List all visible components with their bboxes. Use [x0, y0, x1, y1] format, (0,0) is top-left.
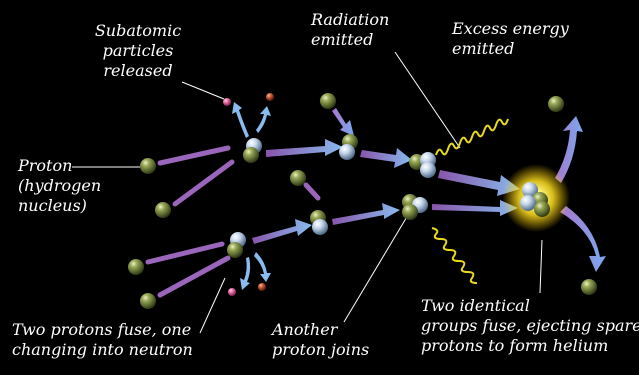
- proton-particle: [581, 279, 597, 295]
- radiation-wave-bottom: [432, 228, 477, 283]
- leader-radiation: [395, 52, 460, 148]
- label-another-proton: Another proton joins: [272, 320, 369, 360]
- label-two-protons-fuse: Two protons fuse, one changing into neut…: [12, 320, 193, 360]
- radiation-wave-top: [436, 119, 508, 155]
- proton-particle: [128, 259, 144, 275]
- leader-another: [344, 215, 408, 322]
- proton-particle: [290, 170, 306, 186]
- proton-particle: [155, 202, 171, 218]
- proton-particle: [320, 93, 336, 109]
- leader-subatomic: [182, 82, 224, 99]
- proton-particle: [140, 158, 156, 174]
- neutrino-particle: [258, 283, 266, 291]
- label-two-identical-groups: Two identical groups fuse, ejecting spar…: [421, 296, 639, 356]
- leader-lines: [72, 52, 542, 333]
- label-radiation-emitted: Radiation emitted: [311, 10, 389, 50]
- label-excess-energy: Excess energy emitted: [452, 19, 569, 59]
- leader-two-protons: [200, 278, 225, 333]
- leader-two-groups: [540, 240, 542, 293]
- neutrino-particle: [266, 93, 274, 101]
- incoming-lines: [148, 148, 318, 295]
- positron-particle: [223, 98, 231, 106]
- label-subatomic-particles: Subatomic particles released: [88, 21, 188, 81]
- label-proton: Proton (hydrogen nucleus): [18, 156, 101, 216]
- positron-particle: [228, 288, 236, 296]
- proton-particle: [140, 293, 156, 309]
- proton-particle: [548, 96, 564, 112]
